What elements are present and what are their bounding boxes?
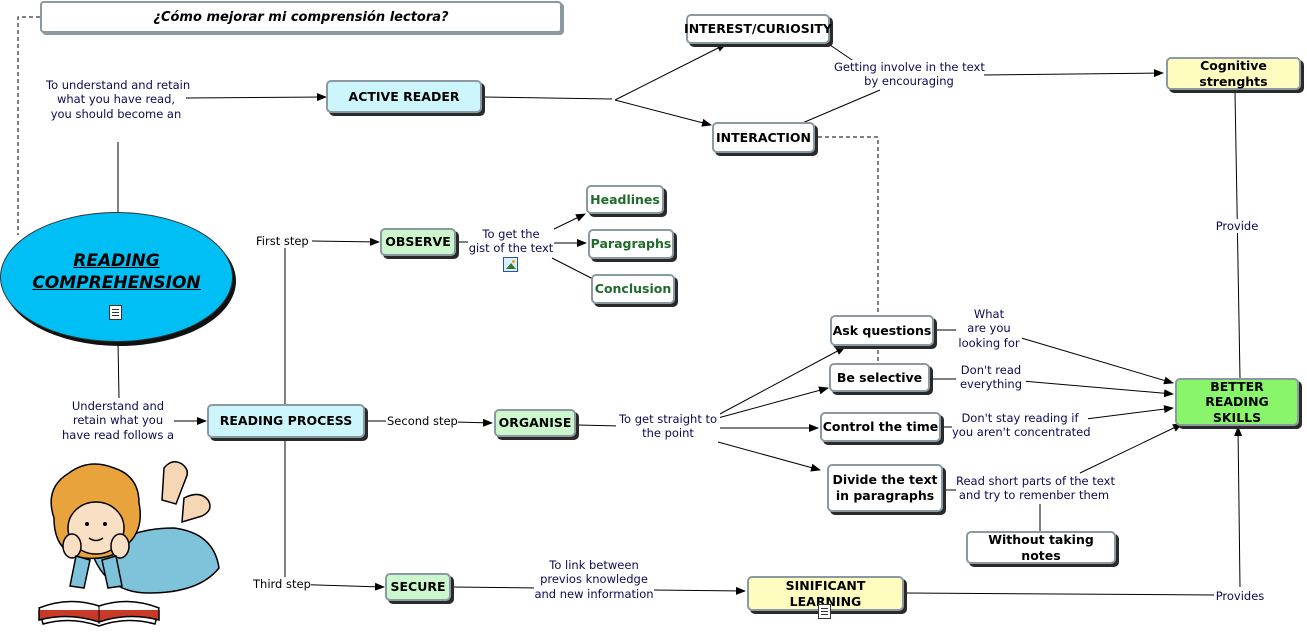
label-line: To link between <box>549 558 639 572</box>
label-read-short-parts: Read short parts of the text and try to … <box>956 474 1115 503</box>
map-title: ¿Cómo mejorar mi comprensión lectora? <box>40 1 562 33</box>
label-straight-to-point: To get straight to the point <box>616 412 720 441</box>
label-line: What <box>973 307 1005 321</box>
node-paragraphs[interactable]: Paragraphs <box>588 229 674 259</box>
label-line: Getting involve in the text <box>834 60 985 74</box>
label-first-step: First step <box>256 234 309 248</box>
label-line: Understand and <box>71 399 165 413</box>
central-topic-label: READING COMPREHENSION <box>0 250 233 294</box>
label-line: what you have read, <box>56 92 176 107</box>
node-observe[interactable]: OBSERVE <box>380 228 456 256</box>
node-interaction[interactable]: INTERACTION <box>712 122 815 153</box>
node-conclusion[interactable]: Conclusion <box>591 274 675 304</box>
node-active-reader[interactable]: ACTIVE READER <box>326 80 482 113</box>
node-organise[interactable]: ORGANISE <box>494 409 576 437</box>
label-line: everything <box>959 377 1023 392</box>
label-provides: Provides <box>1214 589 1266 604</box>
node-divide-text-line1: Divide the text <box>832 472 938 488</box>
document-icon[interactable] <box>818 604 831 619</box>
node-secure[interactable]: SECURE <box>385 573 451 601</box>
central-topic-line2: COMPREHENSION <box>32 273 201 294</box>
node-better-reading-skills[interactable]: BETTER READING SKILLS <box>1175 378 1299 426</box>
label-third-step: Third step <box>253 577 311 591</box>
node-be-selective[interactable]: Be selective <box>829 363 930 392</box>
label-line: the point <box>642 426 694 441</box>
label-line: looking for <box>958 335 1020 350</box>
label-line: by encouraging <box>864 74 954 89</box>
label-line: and new information <box>534 586 654 601</box>
label-line: previos knowledge <box>540 572 648 587</box>
label-understand-retain: To understand and retain what you have r… <box>46 78 191 122</box>
node-control-the-time[interactable]: Control the time <box>820 412 941 442</box>
label-line: have read follows a <box>62 427 175 442</box>
node-better-reading-line1: BETTER READING <box>1205 378 1269 410</box>
label-link-knowledge: To link between previos knowledge and ne… <box>534 558 654 602</box>
node-interest-curiosity[interactable]: INTEREST/CURIOSITY <box>684 14 832 44</box>
label-getting-involved: Getting involve in the text by encouragi… <box>834 60 985 89</box>
label-line: To get straight to <box>618 412 718 426</box>
node-cognitive-strengths[interactable]: Cognitive strenghts <box>1166 57 1301 90</box>
node-without-taking-notes[interactable]: Without taking notes <box>966 531 1116 564</box>
label-what-looking-for: What are you looking for <box>956 307 1022 351</box>
label-line: and try to remenber them <box>958 488 1110 503</box>
label-provide: Provide <box>1212 219 1262 234</box>
label-line: retain what you <box>72 413 164 428</box>
node-headlines[interactable]: Headlines <box>586 185 664 214</box>
label-line: Don't read <box>960 363 1022 377</box>
label-dont-read-everything: Don't read everything <box>956 363 1026 392</box>
central-topic-line1: READING <box>73 251 160 271</box>
central-topic-ellipse[interactable] <box>0 212 233 342</box>
image-icon[interactable] <box>503 257 518 272</box>
label-line: Read short parts of the text <box>956 474 1115 488</box>
label-follows-a: Understand and retain what you have read… <box>62 399 175 443</box>
node-divide-text-line2: in paragraphs <box>835 488 935 503</box>
label-line: Don't stay reading if <box>961 411 1079 425</box>
node-ask-questions[interactable]: Ask questions <box>830 315 934 346</box>
node-better-reading-line2: SKILLS <box>1212 409 1262 425</box>
node-reading-process[interactable]: READING PROCESS <box>207 404 365 438</box>
label-line: you aren't concentrated <box>952 425 1091 440</box>
label-line: you should become an <box>50 106 182 121</box>
label-line: gist of the text <box>468 241 554 256</box>
reading-child-illustration <box>38 461 220 627</box>
node-divide-text[interactable]: Divide the text in paragraphs <box>827 464 943 512</box>
document-icon[interactable] <box>109 305 122 320</box>
label-line: To get the <box>482 227 540 241</box>
label-get-gist: To get the gist of the text <box>468 227 554 256</box>
label-line: are you <box>967 321 1011 336</box>
label-line: To understand and retain <box>46 78 191 92</box>
label-second-step: Second step <box>387 414 458 428</box>
label-dont-stay-reading: Don't stay reading if you aren't concent… <box>952 411 1091 440</box>
